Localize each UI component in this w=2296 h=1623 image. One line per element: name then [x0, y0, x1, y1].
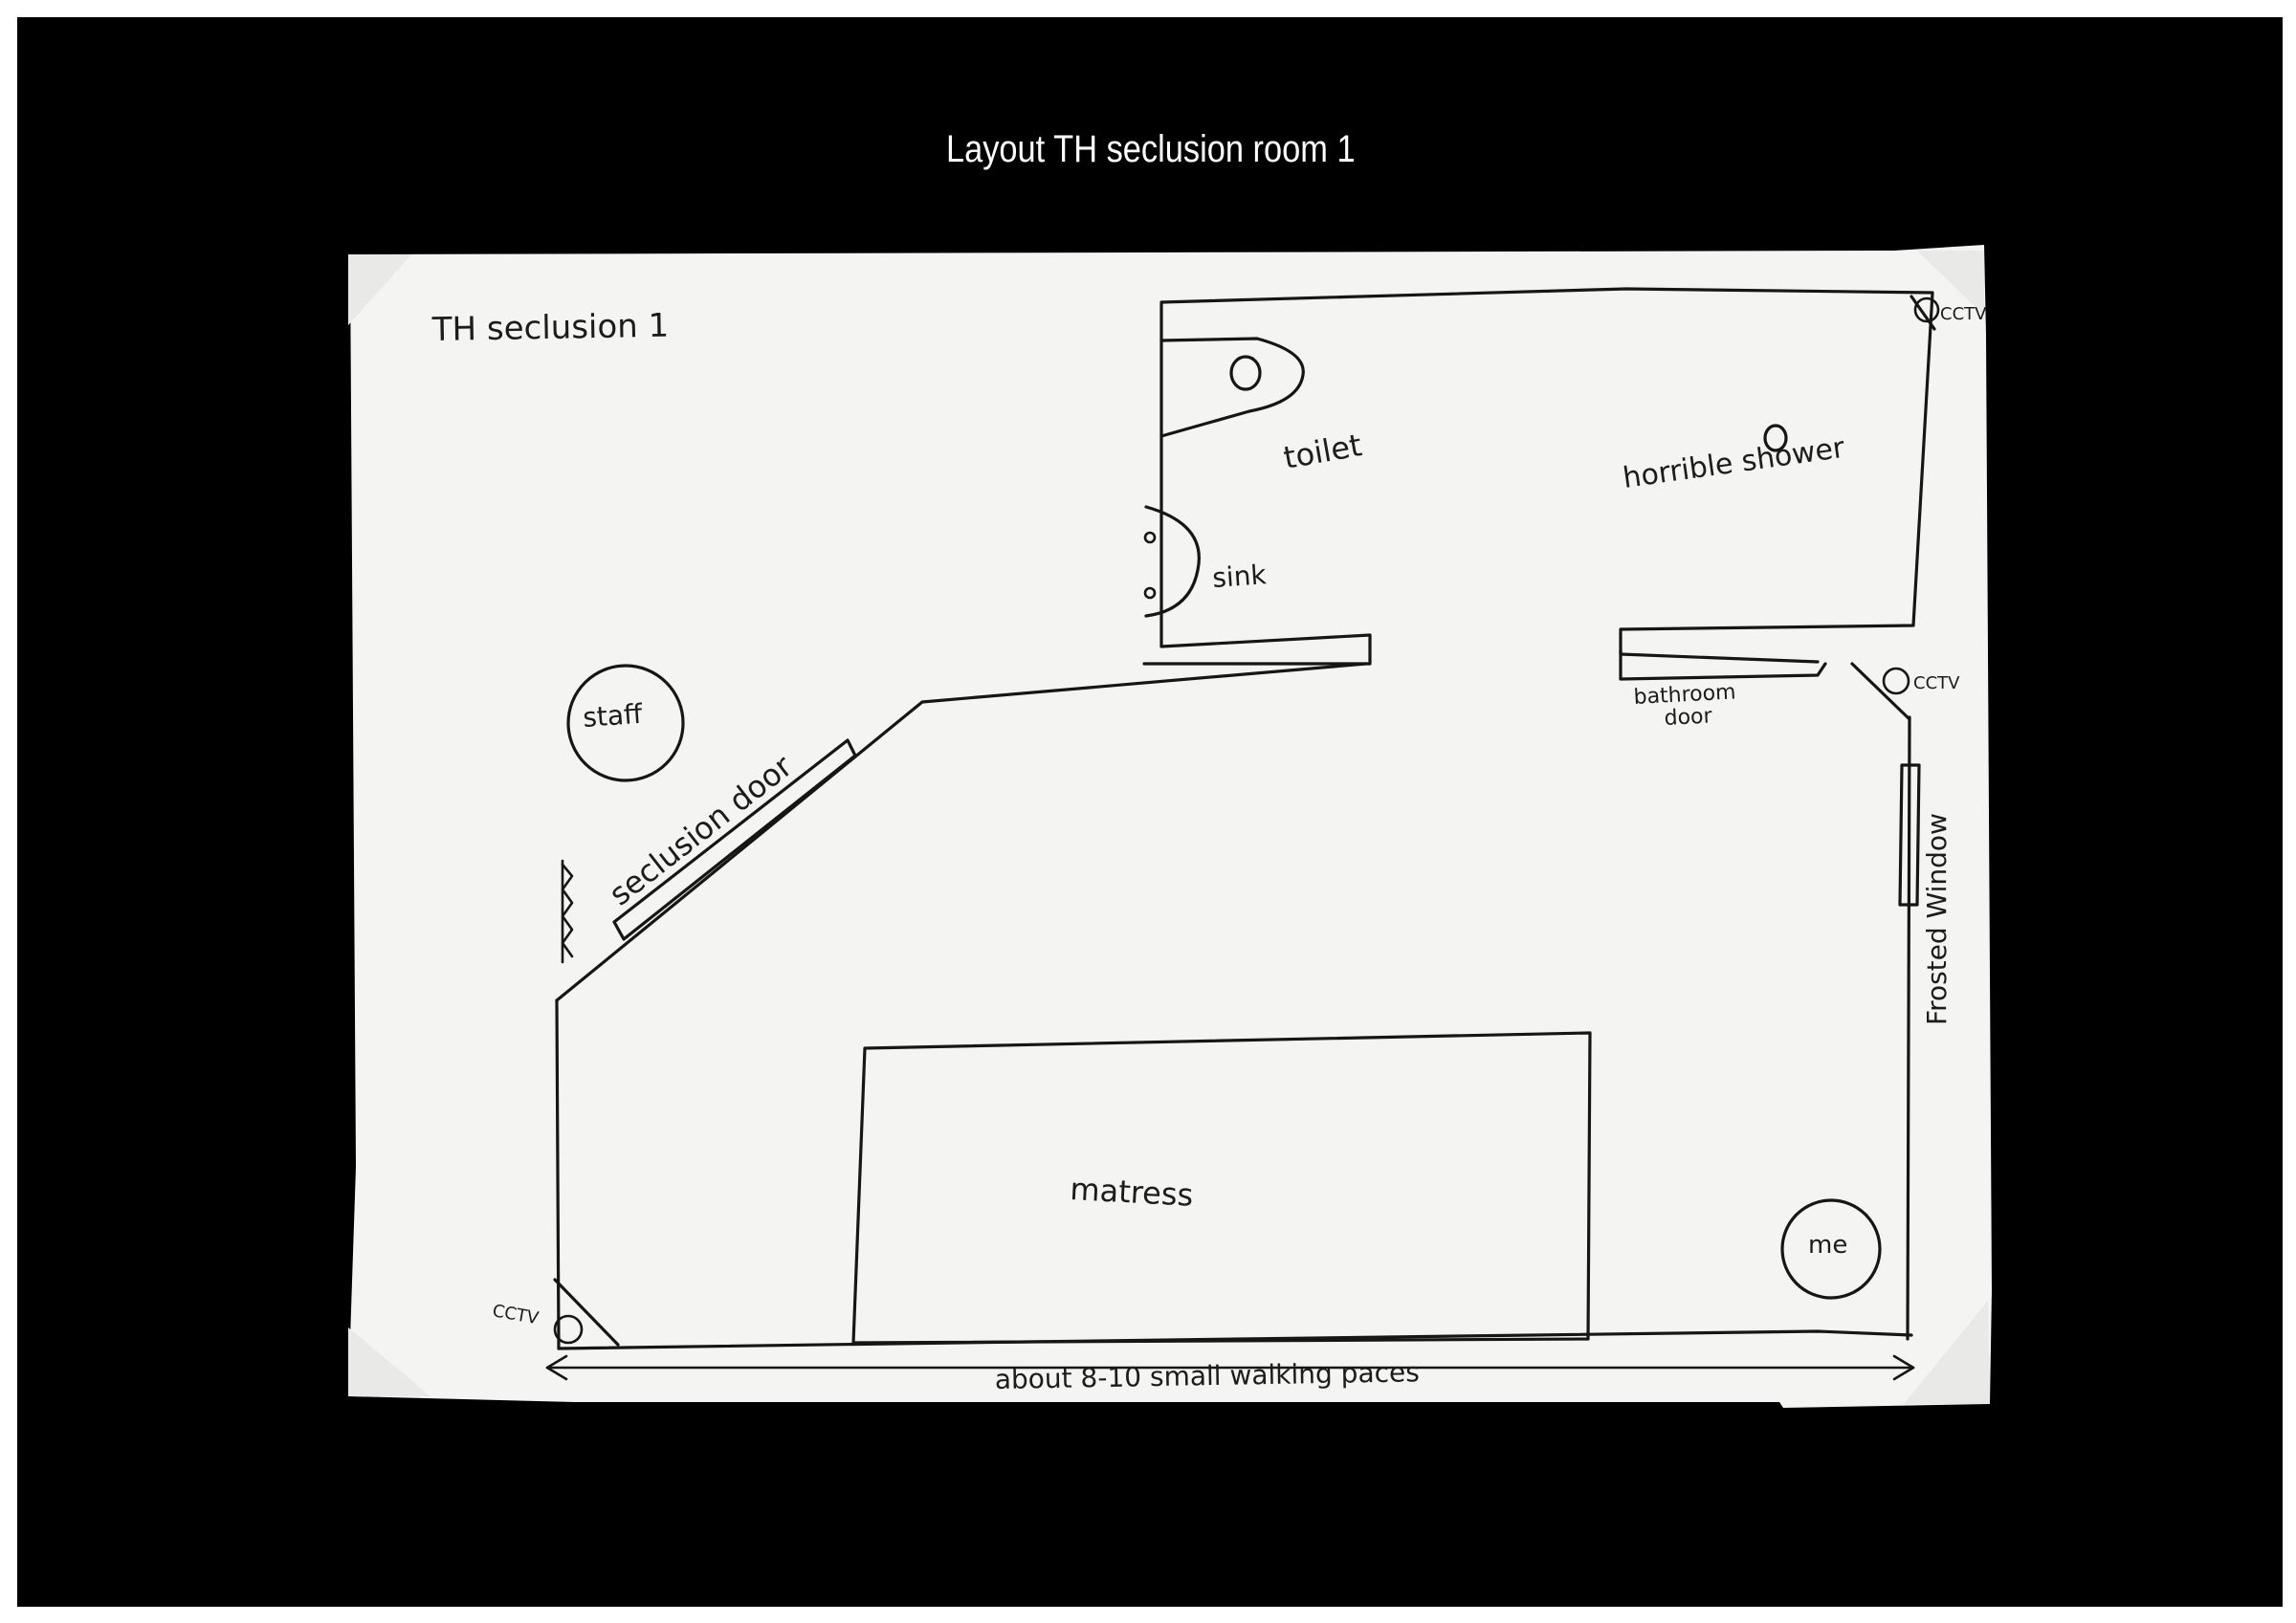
bathroom-wall: [1142, 302, 1372, 666]
page-caption: Layout TH seclusion room 1: [945, 128, 1356, 170]
paper-corner-fold-bottom-left: [348, 1327, 430, 1396]
main-room-left-wall: [555, 998, 561, 1350]
cctv-corner-bottom-left: [553, 1278, 620, 1347]
staff-circle: [566, 664, 685, 782]
me-circle: [1780, 1198, 1882, 1300]
paper-corner-fold-top-right: [1917, 251, 1984, 316]
cctv-icon-bottom-left: [553, 1314, 584, 1345]
mattress: [851, 1031, 1592, 1345]
toilet-bowl: [1229, 355, 1262, 391]
cctv-label-top-right: CCTV: [1940, 304, 1987, 324]
bathroom-door-label-line2: door: [1664, 704, 1713, 731]
dimension-label: about 8-10 small walking paces: [995, 1356, 1421, 1395]
wall-marker-zigzag: [561, 863, 574, 958]
main-room-right-wall: [1906, 715, 1911, 1341]
frosted-window-label: Frosted Window: [1921, 813, 1953, 1025]
cctv-corner-top-right: [1910, 295, 1936, 331]
toilet-shape: [1159, 337, 1305, 438]
sink-tap-top: [1143, 531, 1157, 544]
paper-sheet: [348, 245, 1992, 1408]
cctv-icon-bathroom: [1882, 667, 1910, 695]
paper-corner-fold-top-left: [348, 254, 411, 325]
main-room-floor-wall: [557, 1329, 1913, 1350]
sink-shape: [1144, 505, 1201, 618]
dimension-arrow-right-head: [1892, 1354, 1915, 1381]
seclusion-door: [612, 738, 857, 941]
paper-corner-fold-bottom-right: [1904, 1301, 1990, 1404]
staff-label: staff: [582, 698, 644, 734]
sink-tap-bottom: [1143, 586, 1157, 600]
me-label: me: [1808, 1231, 1847, 1260]
cctv-corner-bathroom: [1850, 662, 1911, 721]
shower-head: [1763, 424, 1788, 452]
mattress-label: matress: [1070, 1171, 1195, 1214]
main-room-upper-wall: [555, 662, 1368, 1002]
sketch-title: TH seclusion 1: [430, 307, 669, 349]
cctv-label-bathroom: CCTV: [1913, 673, 1960, 693]
dimension-arrow-left-head: [545, 1354, 568, 1381]
frosted-window: [1898, 763, 1921, 907]
cctv-icon-top-right: [1913, 296, 1940, 323]
bathroom-door-frame: [1619, 648, 1827, 681]
sink-label: sink: [1211, 559, 1268, 594]
bathroom-door-label-line1: bathroom: [1633, 680, 1736, 710]
